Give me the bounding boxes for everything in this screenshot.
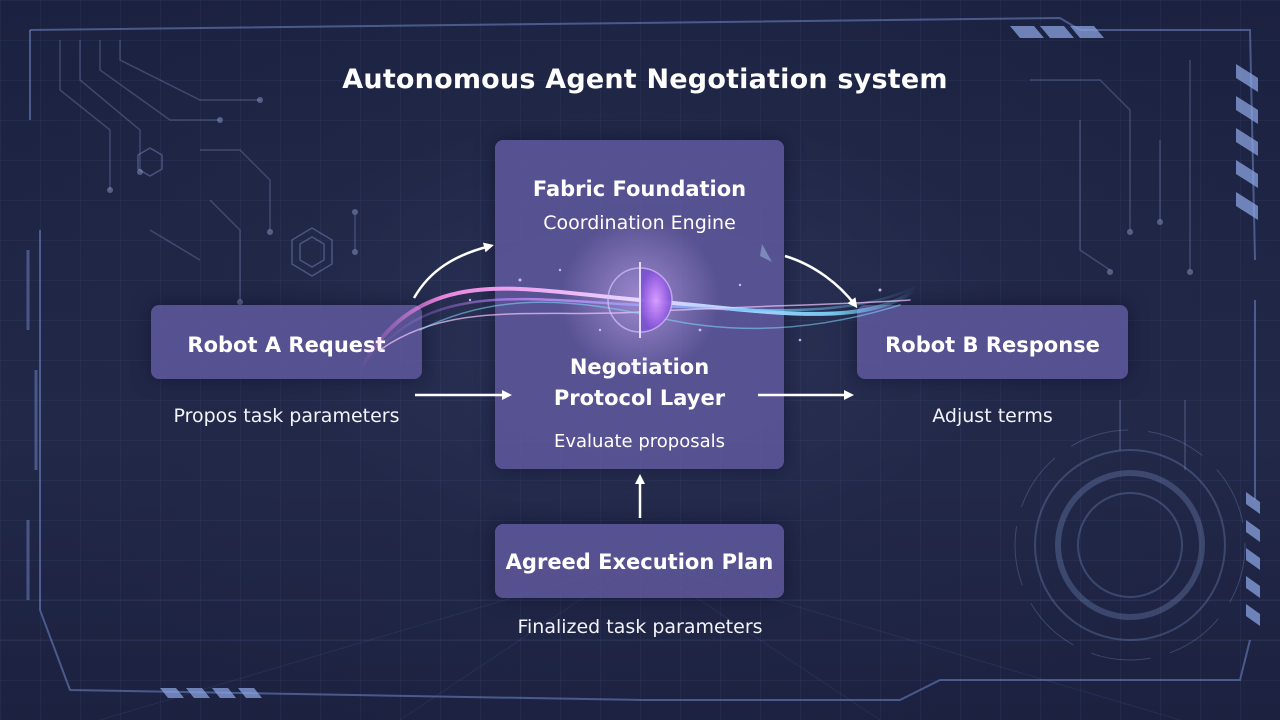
negotiation-layer-line2: Protocol Layer — [553, 386, 726, 410]
robot-a-caption: Propos task parameters — [173, 405, 400, 427]
arrow-robot-a-to-engine — [412, 242, 494, 299]
diagram-title: Autonomous Agent Negotiation system — [342, 64, 948, 95]
agreed-execution-plan-label: Agreed Execution Plan — [505, 550, 774, 574]
robot-b-response-label: Robot B Response — [885, 333, 1100, 357]
evaluate-proposals-text: Evaluate proposals — [553, 431, 726, 452]
return-arrow-tip — [760, 244, 772, 262]
robot-b-caption: Adjust terms — [932, 405, 1053, 427]
negotiation-core-orb — [607, 262, 673, 338]
fabric-foundation-title: Fabric Foundation — [532, 177, 747, 201]
robot-a-request-label: Robot A Request — [187, 333, 386, 357]
flow-particles — [468, 268, 882, 342]
plan-caption: Finalized task parameters — [517, 616, 763, 638]
robot-b-response-node: Robot B Response — [857, 305, 1128, 379]
robot-a-request-node: Robot A Request — [151, 305, 422, 379]
agreed-execution-plan-node: Agreed Execution Plan — [495, 524, 784, 598]
arrow-engine-to-robot-b — [784, 254, 858, 309]
